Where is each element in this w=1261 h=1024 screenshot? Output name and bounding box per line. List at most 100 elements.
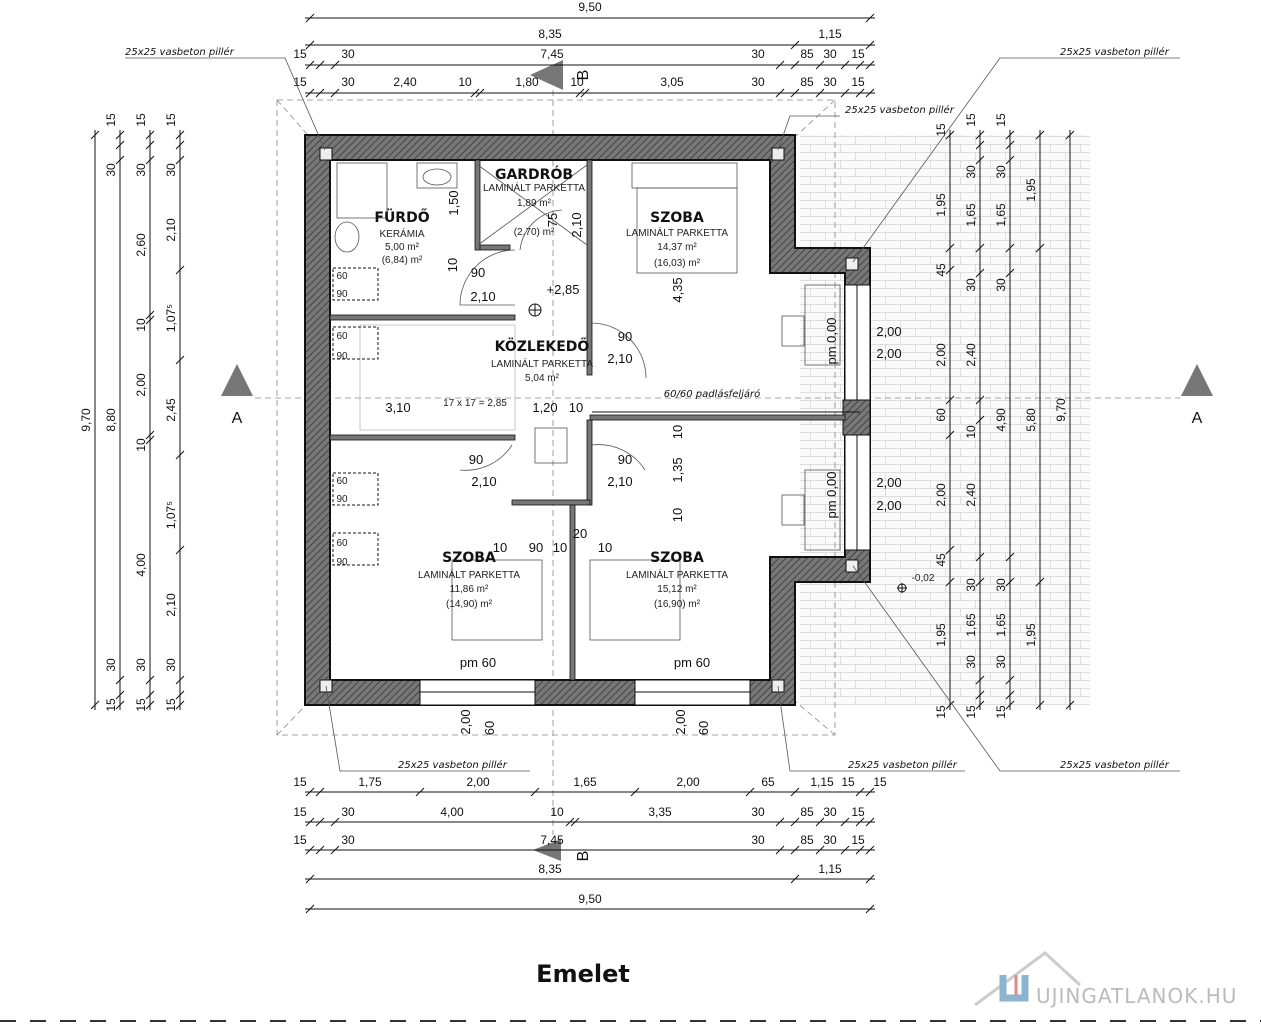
dimension-tick <box>570 817 580 827</box>
dimension-tick <box>630 787 640 797</box>
dimension-tick <box>865 904 875 914</box>
dimension-tick <box>115 675 125 685</box>
dimension-tick <box>315 787 325 797</box>
dimension-label: 9,70 <box>79 408 93 432</box>
room-gardrob: GARDRÓB LAMINÁLT PARKETTA 1,89 m² (2,70)… <box>483 165 585 238</box>
dimension-label: 30 <box>823 47 837 61</box>
dimension-tick <box>1005 700 1015 710</box>
wall-pier <box>842 399 871 436</box>
dimension-label: 4,90 <box>994 408 1008 432</box>
dimension-tick <box>115 140 125 150</box>
doors <box>459 209 647 471</box>
inner-dimension-win90d: 90 <box>336 557 348 568</box>
dimension-tick <box>790 60 800 70</box>
room-floor: LAMINÁLT PARKETTA <box>418 568 520 581</box>
dimension-tick <box>175 130 185 140</box>
dimension-label: 1,95 <box>1024 178 1038 202</box>
dimension-tick <box>315 845 325 855</box>
dimension-label: 10 <box>570 75 584 89</box>
dimension-label: 9,50 <box>578 0 602 14</box>
dimension-tick <box>1065 130 1075 140</box>
dimension-label: 9,70 <box>1054 398 1068 422</box>
pillar-annotations: 25x25 vasbeton pillér 25x25 vasbeton pil… <box>125 46 1180 772</box>
dimension-tick <box>145 310 155 320</box>
pillars <box>319 147 859 693</box>
section-marker-b-top: B <box>530 60 592 90</box>
dimension-label: 30 <box>823 833 837 847</box>
dimension-label: 1,95 <box>1024 623 1038 647</box>
dimension-tick <box>975 155 985 165</box>
dimension-label: 1,95 <box>934 623 948 647</box>
pillar-label: 25x25 vasbeton pillér <box>845 104 955 116</box>
dimension-tick <box>775 845 785 855</box>
dimension-tick <box>1005 155 1015 165</box>
dimension-label: 15 <box>104 113 118 127</box>
dimension-label: 15 <box>851 833 865 847</box>
dimension-label: 1,65 <box>964 203 978 227</box>
dimension-tick <box>470 88 480 98</box>
dimension-tick <box>975 577 985 587</box>
dimension-tick <box>865 817 875 827</box>
dimension-label: 15 <box>873 775 887 789</box>
dimension-label: 30 <box>823 805 837 819</box>
pillar-label: 25x25 vasbeton pillér <box>848 759 958 771</box>
room-area: 15,12 m² <box>657 584 697 595</box>
inner-dimension-w20: 20 <box>573 526 587 541</box>
inner-dimension-d90c: 90 <box>469 452 483 467</box>
dimension-tick <box>975 690 985 700</box>
dimension-tick <box>305 60 315 70</box>
dimension-label: 3,35 <box>648 805 672 819</box>
dimension-label: 7,45 <box>540 833 564 847</box>
inner-dimension-w10f: 10 <box>553 540 567 555</box>
room-name: FÜRDŐ <box>374 208 429 226</box>
room-szoba-sw: SZOBA LAMINÁLT PARKETTA 11,86 m² (14,90)… <box>418 550 520 610</box>
section-marker-a-left: A <box>221 364 253 427</box>
inner-dimension-w10b: 10 <box>569 400 583 415</box>
dimension-tick <box>1005 130 1015 140</box>
dimension-label: 15 <box>293 47 307 61</box>
dimension-tick <box>975 415 985 425</box>
dimension-label: 45 <box>934 553 948 567</box>
dimension-tick <box>305 904 315 914</box>
dimension-tick <box>145 140 155 150</box>
room-kozlekedo: KÖZLEKEDŐ LAMINÁLT PARKETTA 5,04 m² <box>491 337 593 384</box>
terrace-level-marker-icon <box>897 583 907 593</box>
dimension-tick <box>315 88 325 98</box>
dimension-tick <box>145 700 155 710</box>
dimension-tick <box>865 13 875 23</box>
inner-dimension-w10e: 10 <box>493 540 507 555</box>
dimension-label: 1,80 <box>515 75 539 89</box>
dimension-tick <box>865 88 875 98</box>
inner-dimension-win90a: 90 <box>336 289 348 300</box>
dimension-tick <box>790 787 800 797</box>
inner-dimension-d210d: 2,10 <box>607 474 632 489</box>
dimension-tick <box>855 845 865 855</box>
dimension-tick <box>1005 268 1015 278</box>
inner-dimension-d210b: 2,10 <box>607 351 632 366</box>
dimension-label: 45 <box>934 263 948 277</box>
dimension-label: 15 <box>134 113 148 127</box>
logo: UJINGATLANOK.HU <box>974 951 1236 1008</box>
dimension-tick <box>175 675 185 685</box>
dimension-tick <box>145 675 155 685</box>
dimension-tick <box>975 395 985 405</box>
dimension-tick <box>815 845 825 855</box>
dimension-tick <box>1035 130 1045 140</box>
dimension-tick <box>145 155 155 165</box>
dimension-label: 1,15 <box>810 775 834 789</box>
dimension-tick <box>865 874 875 884</box>
dimension-label: 2,40 <box>393 75 417 89</box>
room-floor: LAMINÁLT PARKETTA <box>626 568 728 581</box>
room-floor: LAMINÁLT PARKETTA <box>491 357 593 370</box>
dimension-tick <box>115 130 125 140</box>
dimension-label: 1,65 <box>964 613 978 637</box>
dimension-tick <box>1005 577 1015 587</box>
dimension-label: 10 <box>458 75 472 89</box>
dimension-label: 15 <box>964 705 978 719</box>
dimension-tick <box>90 700 100 710</box>
dimension-label: 15 <box>293 805 307 819</box>
section-marker-a-right: A <box>1181 364 1213 427</box>
inner-dimension-bw1: 2,00 <box>458 709 473 734</box>
inner-dimension-d90d: 90 <box>618 452 632 467</box>
